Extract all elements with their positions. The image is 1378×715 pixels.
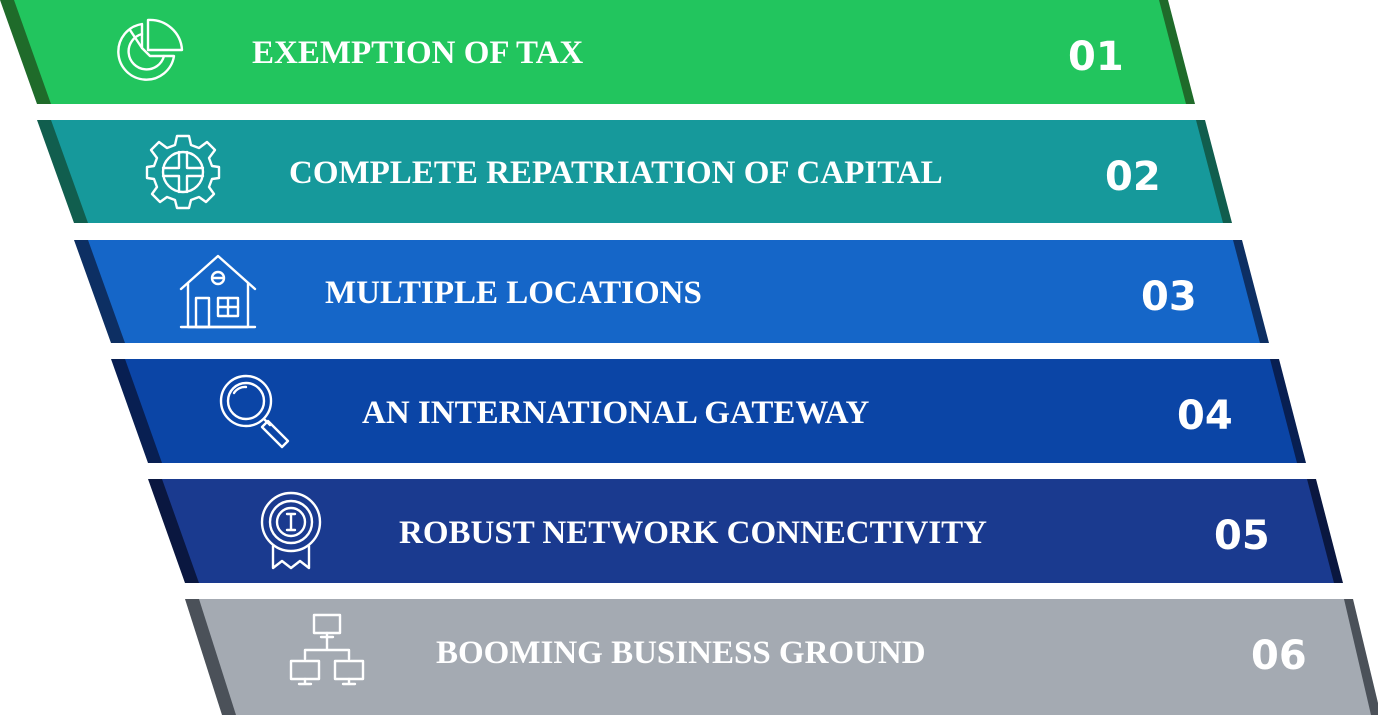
band-1-body [14, 0, 1186, 104]
band-3-label: MULTIPLE LOCATIONS [325, 275, 702, 311]
band-6-number: 06 [1251, 633, 1307, 679]
band-5-number: 05 [1214, 513, 1270, 559]
band-2: COMPLETE REPATRIATION OF CAPITAL 02 [37, 120, 1232, 223]
award-badge-icon [260, 491, 322, 570]
house-icon [179, 254, 257, 329]
band-4-number: 04 [1177, 393, 1233, 439]
band-3-body [88, 240, 1260, 343]
band-3: MULTIPLE LOCATIONS 03 [74, 240, 1269, 343]
band-2-body [51, 120, 1223, 223]
network-icon [289, 613, 365, 686]
band-4-label: AN INTERNATIONAL GATEWAY [362, 395, 869, 431]
band-4-body [125, 359, 1297, 463]
band-2-label: COMPLETE REPATRIATION OF CAPITAL [289, 155, 943, 191]
band-5-body [162, 479, 1334, 583]
band-1: EXEMPTION OF TAX 01 [0, 0, 1195, 104]
band-6-body [199, 599, 1371, 715]
band-1-number: 01 [1068, 34, 1124, 80]
band-3-number: 03 [1141, 274, 1197, 320]
band-4: AN INTERNATIONAL GATEWAY 04 [111, 359, 1306, 463]
band-2-number: 02 [1105, 154, 1161, 200]
band-5: ROBUST NETWORK CONNECTIVITY 05 [148, 479, 1343, 583]
magnifier-icon [219, 374, 290, 449]
band-5-label: ROBUST NETWORK CONNECTIVITY [399, 515, 987, 551]
gear-icon [145, 134, 221, 210]
pie-chart-icon [117, 18, 184, 81]
band-6-label: BOOMING BUSINESS GROUND [436, 635, 926, 671]
band-1-label: EXEMPTION OF TAX [252, 35, 583, 71]
band-6: BOOMING BUSINESS GROUND 06 [185, 599, 1378, 715]
